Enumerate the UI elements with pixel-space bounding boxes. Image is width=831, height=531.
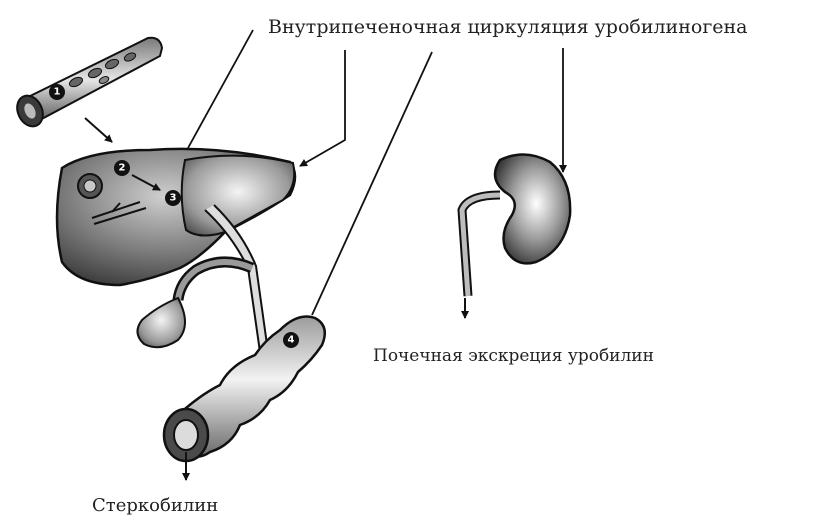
gallbladder [137, 298, 185, 347]
stercobilin-label: Стеркобилин [92, 495, 218, 516]
marker-2-label: 2 [119, 163, 126, 174]
marker-3: 3 [165, 190, 181, 206]
kidney [462, 154, 570, 296]
liver [57, 149, 295, 285]
intestine [164, 317, 325, 462]
renal-excretion-label: Почечная экскреция уробилин [373, 346, 654, 366]
intrahepatic-circulation-label: Внутрипеченочная циркуляция уробилиноген… [268, 16, 748, 38]
marker-4: 4 [283, 332, 299, 348]
marker-1-label: 1 [54, 87, 61, 98]
marker-1: 1 [49, 84, 65, 100]
marker-3-label: 3 [170, 193, 177, 204]
blood-vessel [12, 38, 162, 131]
arrow-vessel-to-liver [85, 118, 112, 142]
marker-4-label: 4 [288, 335, 295, 346]
marker-2: 2 [114, 160, 130, 176]
